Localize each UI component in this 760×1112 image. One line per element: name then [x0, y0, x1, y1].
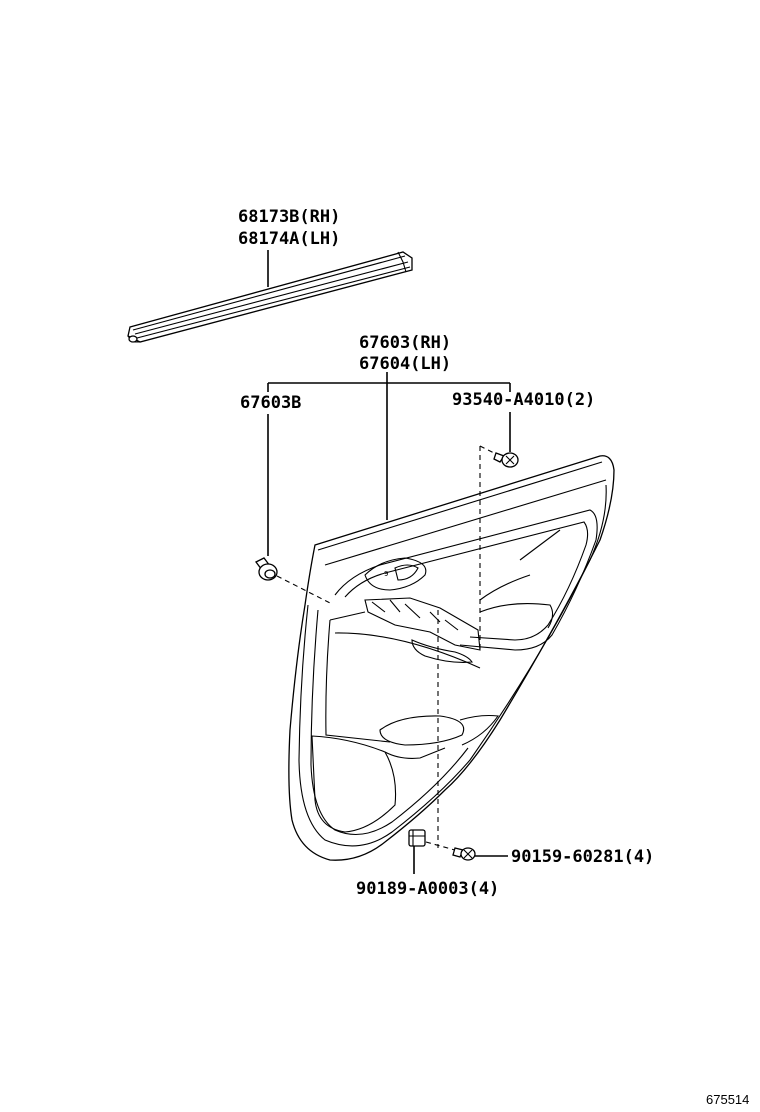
label-sub-assy: 67603B	[240, 393, 301, 413]
belt-moulding-strip	[127, 251, 413, 343]
label-screw: 93540-A4010(2)	[452, 390, 595, 410]
screw-part	[493, 452, 519, 468]
retainer-part	[408, 829, 426, 847]
label-clip: 90159-60281(4)	[511, 847, 654, 867]
label-belt-moulding-rh: 68173B(RH)	[238, 207, 340, 227]
label-trim-board-lh: 67604(LH)	[359, 354, 451, 374]
diagram-id: 675514	[706, 1092, 749, 1107]
door-trim-panel: 9	[288, 455, 615, 861]
clip-part-90159	[452, 847, 476, 861]
label-retainer: 90189-A0003(4)	[356, 879, 499, 899]
label-belt-moulding-lh: 68174A(LH)	[238, 229, 340, 249]
bracket-leaders	[267, 372, 511, 556]
label-trim-board-rh: 67603(RH)	[359, 333, 451, 353]
svg-text:9: 9	[384, 570, 388, 578]
clip-part-67603b	[255, 557, 278, 581]
